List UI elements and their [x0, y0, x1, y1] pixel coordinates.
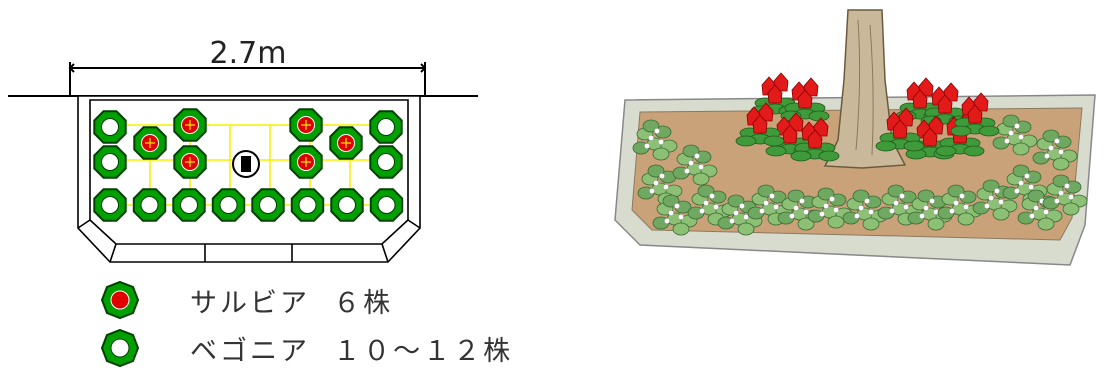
begonia-clump: [652, 194, 698, 236]
tree-trunk: [823, 9, 907, 169]
legend-label-begonia: ベゴニア １０～１２株: [190, 335, 514, 367]
planting-plan-diagram: 2.7m: [8, 36, 478, 263]
begonia-clump: [972, 179, 1018, 221]
salvia-clump: [790, 117, 840, 162]
salvia-marker: [289, 108, 323, 142]
salvia-marker: [289, 145, 323, 179]
begonia-marker: [330, 188, 364, 222]
salvia-marker: [133, 126, 167, 160]
dimension-label: 2.7m: [210, 36, 287, 71]
begonia-marker: [172, 188, 206, 222]
planter-illustration: [614, 9, 1096, 266]
trunk-texture: [855, 19, 874, 156]
salvia-marker: [329, 126, 363, 160]
plant-markers: [93, 108, 404, 222]
salvia-plants: [735, 72, 1000, 162]
salvia-marker-icon: [100, 280, 140, 320]
begonia-marker: [369, 110, 403, 144]
legend-item-begonia: ベゴニア １０～１２株: [100, 328, 513, 368]
begonia-plants: [632, 114, 1088, 236]
begonia-clump: [672, 144, 718, 186]
begonia-marker: [93, 188, 127, 222]
dimension-line: [68, 62, 427, 96]
salvia-marker: [173, 145, 207, 179]
planter-outline: [77, 95, 421, 263]
salvia-clump: [780, 77, 830, 122]
begonia-marker: [369, 188, 404, 222]
begonia-marker: [93, 145, 127, 179]
salvia-clump: [735, 102, 785, 147]
salvia-marker: [173, 108, 207, 142]
legend-label-salvia: サルビア ６株: [190, 287, 394, 319]
begonia-marker: [211, 188, 246, 222]
salvia-clump: [875, 107, 925, 152]
begonia-clump: [1042, 174, 1088, 216]
begonia-clump: [717, 194, 763, 236]
begonia-marker: [369, 145, 403, 179]
salvia-clump: [950, 92, 1000, 137]
begonia-marker: [290, 188, 325, 222]
begonia-clump: [877, 184, 923, 226]
begonia-marker: [93, 110, 127, 144]
salvia-clump: [905, 115, 955, 160]
begonia-marker: [251, 188, 285, 222]
begonia-clump: [1032, 129, 1078, 171]
begonia-clump: [632, 119, 678, 161]
tree-marker: [232, 150, 260, 178]
begonia-marker: [132, 188, 167, 222]
legend-item-salvia: サルビア ６株: [100, 280, 393, 320]
begonia-marker-icon: [100, 328, 140, 368]
